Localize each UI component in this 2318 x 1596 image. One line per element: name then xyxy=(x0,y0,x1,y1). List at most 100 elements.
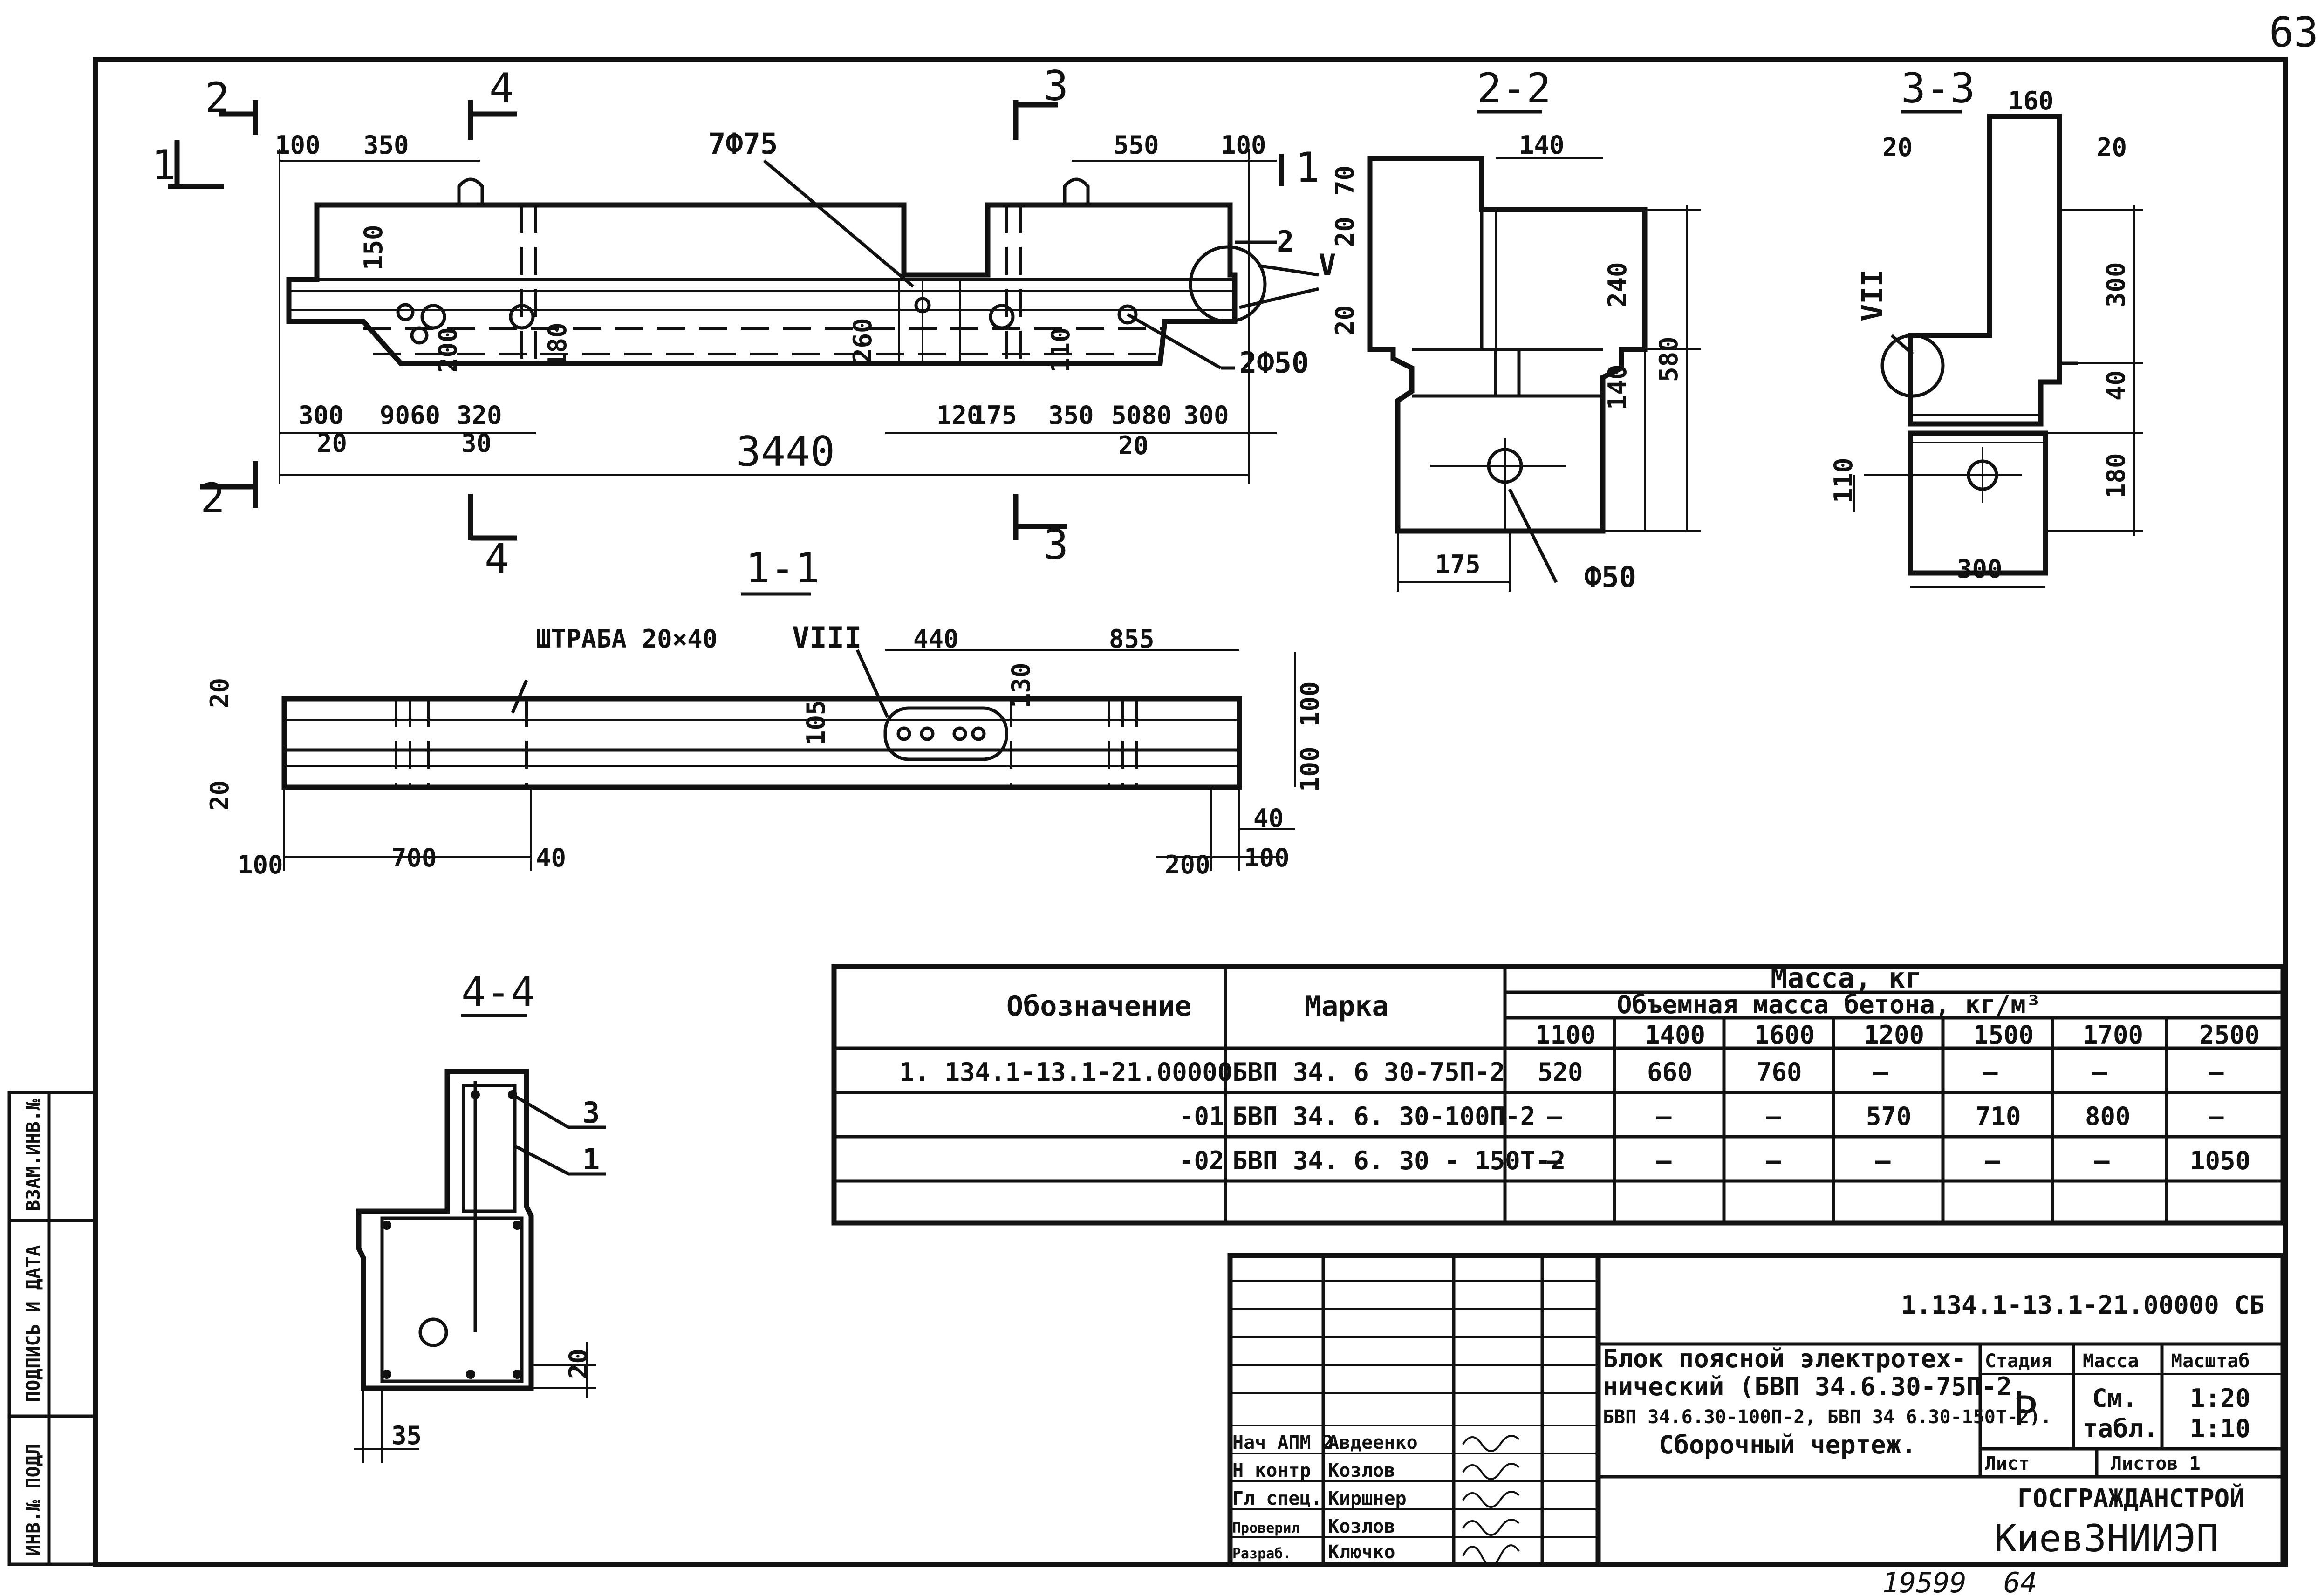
svg-text:—: — xyxy=(2094,1146,2110,1175)
density-1700: 1700 xyxy=(2083,1020,2143,1050)
svg-text:Нач АПМ 2: Нач АПМ 2 xyxy=(1232,1432,1333,1453)
svg-text:160: 160 xyxy=(2008,86,2054,116)
org-name-2: КиевЗНИИЭП xyxy=(1994,1517,2219,1560)
svg-text:100: 100 xyxy=(1244,843,1290,873)
svg-text:1: 1 xyxy=(151,141,176,189)
scale-label: Масштаб xyxy=(2171,1350,2250,1372)
mass-table: Обозначение Марка Масса, кг Объемная мас… xyxy=(831,962,2286,1226)
svg-text:60: 60 xyxy=(410,401,440,430)
svg-text:20: 20 xyxy=(1330,217,1360,247)
svg-text:40: 40 xyxy=(1253,804,1284,833)
svg-text:БВП 34. 6 30-75П-2: БВП 34. 6 30-75П-2 xyxy=(1232,1057,1505,1087)
svg-text:20: 20 xyxy=(205,678,234,708)
pos-1-callout: 1 xyxy=(582,1142,600,1176)
header-designation: Обозначение xyxy=(1006,990,1191,1023)
svg-text:200: 200 xyxy=(1165,850,1210,880)
svg-text:Козлов: Козлов xyxy=(1328,1460,1395,1481)
svg-text:260: 260 xyxy=(848,318,877,363)
signature-row: Проверил Козлов xyxy=(1232,1516,1395,1537)
svg-text:—: — xyxy=(2092,1057,2107,1087)
svg-text:800: 800 xyxy=(2085,1102,2131,1131)
svg-text:—: — xyxy=(2209,1102,2224,1131)
signature-row: Гл спец. Киршнер xyxy=(1232,1488,1407,1509)
svg-text:30: 30 xyxy=(461,429,492,458)
table-row: 1. 134.1-13.1-21.00000 БВП 34. 6 30-75П-… xyxy=(899,1057,2224,1087)
svg-text:-02: -02 xyxy=(1179,1146,1224,1175)
signature-scribble xyxy=(1462,1544,1520,1566)
svg-text:320: 320 xyxy=(457,401,502,430)
signature-row: Н контр Козлов xyxy=(1232,1460,1395,1481)
svg-text:—: — xyxy=(1766,1102,1781,1131)
svg-text:140: 140 xyxy=(1603,364,1632,410)
table-row: -01 БВП 34. 6. 30-100П-2 — — — 570 710 8… xyxy=(1179,1102,2224,1131)
pos-2-callout: 2 xyxy=(1277,225,1294,259)
svg-text:80: 80 xyxy=(1142,401,1172,430)
density-1400: 1400 xyxy=(1645,1020,1705,1050)
svg-text:—: — xyxy=(1875,1146,1891,1175)
svg-text:175: 175 xyxy=(1435,550,1481,579)
svg-text:35: 35 xyxy=(391,1421,422,1450)
svg-text:520: 520 xyxy=(1538,1057,1583,1087)
svg-text:700: 700 xyxy=(391,843,437,873)
svg-text:350: 350 xyxy=(363,130,409,160)
section-4-4-title: 4-4 xyxy=(461,968,535,1016)
stamp-signature-date: ПОДПИСЬ И ДАТА xyxy=(23,1245,44,1402)
scale-value-1: 1:20 xyxy=(2190,1384,2250,1413)
svg-text:БВП 34. 6. 30 - 150Т-2: БВП 34. 6. 30 - 150Т-2 xyxy=(1232,1146,1566,1175)
svg-text:550: 550 xyxy=(1114,130,1159,160)
svg-text:Киршнер: Киршнер xyxy=(1328,1488,1407,1509)
svg-text:180: 180 xyxy=(2101,453,2131,498)
svg-text:1. 134.1-13.1-21.00000: 1. 134.1-13.1-21.00000 xyxy=(899,1057,1232,1087)
svg-text:Разраб.: Разраб. xyxy=(1232,1546,1291,1562)
cut-mark-2-top: 2 xyxy=(205,74,258,135)
signature-scribble xyxy=(1462,1519,1520,1536)
table-row: -02 БВП 34. 6. 30 - 150Т-2 — — — — — — 1… xyxy=(1179,1146,2250,1175)
svg-text:105: 105 xyxy=(801,700,831,745)
svg-text:—: — xyxy=(2209,1057,2224,1087)
sheet-label: Лист xyxy=(1985,1453,2030,1474)
svg-text:2: 2 xyxy=(200,474,225,522)
svg-text:Козлов: Козлов xyxy=(1328,1516,1395,1537)
svg-text:Гл спец.: Гл спец. xyxy=(1232,1488,1322,1509)
svg-text:70: 70 xyxy=(1330,165,1360,196)
header-mark: Марка xyxy=(1305,990,1389,1023)
svg-text:110: 110 xyxy=(1046,327,1075,373)
svg-text:40: 40 xyxy=(2101,370,2131,401)
cut-mark-2-bottom: 2 xyxy=(200,461,258,522)
drawing-frame xyxy=(93,57,2288,1567)
svg-text:20: 20 xyxy=(564,1349,593,1379)
svg-text:20: 20 xyxy=(317,429,347,458)
svg-text:660: 660 xyxy=(1647,1057,1693,1087)
svg-text:175: 175 xyxy=(971,401,1017,430)
svg-text:—: — xyxy=(1983,1057,1998,1087)
svg-text:120: 120 xyxy=(937,401,982,430)
svg-text:200: 200 xyxy=(433,327,463,373)
stage-label: Стадия xyxy=(1985,1350,2052,1372)
svg-text:580: 580 xyxy=(1654,336,1683,382)
title-line-2: нический (БВП 34.6.30-75П-2, xyxy=(1603,1372,2027,1401)
svg-text:1: 1 xyxy=(1295,143,1320,191)
svg-text:Ключко: Ключко xyxy=(1328,1541,1395,1563)
svg-text:1050: 1050 xyxy=(2190,1146,2250,1175)
svg-text:—: — xyxy=(1547,1146,1562,1175)
signature-row: Разраб. Ключко xyxy=(1232,1541,1395,1563)
hole-50-callout: Ф50 xyxy=(1584,560,1636,594)
node-viii-callout: VIII xyxy=(792,621,862,655)
title-line-3: БВП 34.6.30-100П-2, БВП 34 6.30-150Т-2). xyxy=(1603,1406,2051,1428)
header-mass: Масса, кг xyxy=(1771,962,1922,995)
svg-text:—: — xyxy=(1985,1146,2000,1175)
svg-text:100: 100 xyxy=(1221,130,1266,160)
pos-3-callout: 3 xyxy=(582,1096,600,1130)
org-name-1: ГОСГРАЖДАНСТРОЙ xyxy=(2017,1484,2245,1513)
svg-text:3440: 3440 xyxy=(736,428,835,476)
svg-text:300: 300 xyxy=(298,401,344,430)
cut-mark-4-bottom: 4 xyxy=(468,494,517,583)
section-1-1: 1-1 ШТРАБА 20×40 VIII 440 855 xyxy=(205,544,1325,880)
svg-text:20: 20 xyxy=(2097,133,2127,162)
svg-text:3: 3 xyxy=(1044,62,1068,110)
cut-mark-1-right: 1 xyxy=(1279,143,1320,191)
svg-text:50: 50 xyxy=(1111,401,1142,430)
mass-label: Масса xyxy=(2083,1350,2139,1372)
mass-value-2: табл. xyxy=(2083,1414,2159,1443)
svg-text:—: — xyxy=(1766,1146,1781,1175)
